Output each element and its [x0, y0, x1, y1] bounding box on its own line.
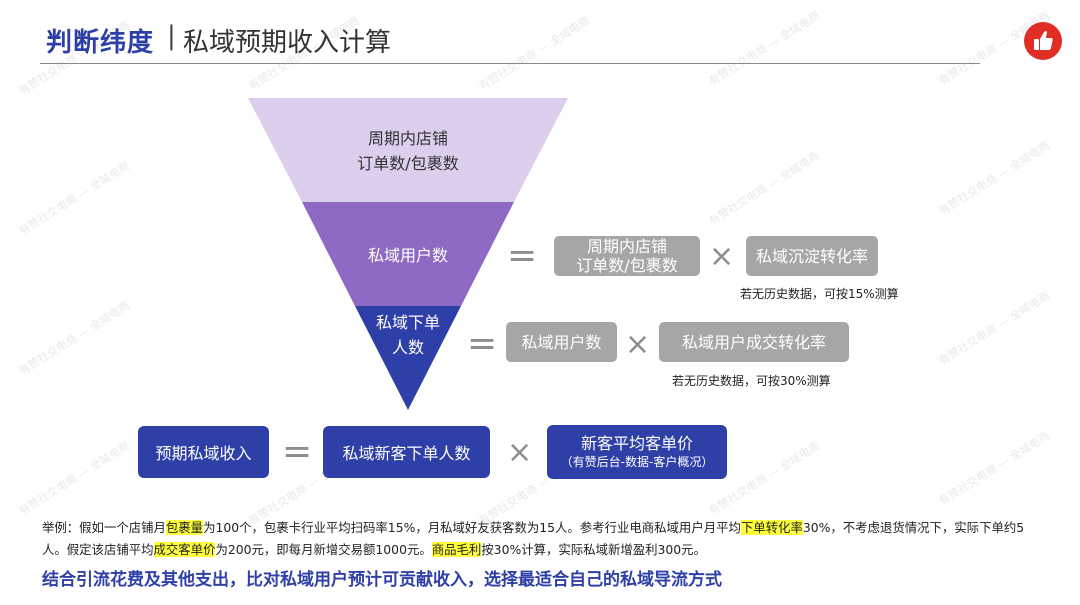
orders-box: 周期内店铺 订单数/包裹数: [554, 236, 700, 276]
funnel-bottom-line2: 人数: [391, 338, 424, 357]
new-buyers-box: 私域新客下单人数: [323, 426, 490, 478]
highlight-order-conversion: 下单转化率: [740, 520, 803, 535]
example-text: 按30%计算，实际私域新增盈利300元。: [481, 542, 706, 557]
funnel-top-segment: [248, 98, 568, 202]
avg-order-value-label: 新客平均客单价: [580, 434, 693, 453]
watermark-text: 有赞社交电商 — 全域电商: [706, 8, 822, 88]
times-sign: ×: [507, 435, 533, 470]
watermark-text: 有赞社交电商 — 全域电商: [16, 158, 132, 238]
equals-sign: =: [282, 431, 313, 472]
funnel-top-line2: 订单数/包裹数: [357, 154, 459, 173]
watermark-text: 有赞社交电商 — 全域电商: [16, 298, 132, 378]
example-text: 为100个，包裹卡行业平均扫码率15%，月私域好友获客数为15人。参考行业电商私…: [203, 520, 741, 535]
watermark-text: 有赞社交电商 — 全域电商: [476, 13, 592, 93]
funnel-top-label: 周期内店铺 订单数/包裹数: [338, 126, 478, 176]
private-users-box: 私域用户数: [506, 322, 617, 362]
expected-revenue-box: 预期私域收入: [138, 426, 269, 478]
times-sign: ×: [709, 239, 735, 274]
example-text: 30%，不考虑退货情况下，实际下单约5人。假定该店铺平均: [42, 520, 1025, 557]
avg-order-value-box: 新客平均客单价 （有赞后台-数据-客户概况）: [547, 425, 727, 479]
deposit-rate-note: 若无历史数据，可按15%测算: [740, 287, 899, 301]
page-subtitle: 私域预期收入计算: [183, 28, 392, 58]
conclusion-text: 结合引流花费及其他支出，比对私域用户预计可贡献收入，选择最适合自己的私域导流方式: [42, 570, 722, 590]
conversion-rate-box: 私域用户成交转化率: [659, 322, 849, 362]
watermark-text: 有赞社交电商 — 全域电商: [936, 288, 1052, 368]
equals-sign: =: [467, 323, 498, 364]
funnel-middle-segment: [302, 202, 514, 306]
title-separator: |: [167, 21, 176, 51]
funnel-bottom-label: 私域下单 人数: [348, 310, 468, 360]
highlight-package-volume: 包裹量: [165, 520, 204, 535]
deposit-rate-box: 私域沉淀转化率: [746, 236, 878, 276]
equals-sign: =: [507, 235, 538, 276]
example-text: 举例：假如一个店铺月: [42, 520, 166, 535]
funnel-bottom-line1: 私域下单: [375, 313, 440, 332]
watermark-text: 有赞社交电商 — 全域电商: [16, 438, 132, 518]
watermark-text: 有赞社交电商 — 全域电商: [706, 148, 822, 228]
watermark-text: 有赞社交电商 — 全域电商: [936, 138, 1052, 218]
highlight-gross-margin: 商品毛利: [431, 542, 482, 557]
funnel-top-line1: 周期内店铺: [367, 129, 448, 148]
conversion-rate-note: 若无历史数据，可按30%测算: [672, 374, 831, 388]
example-text: 为200元，即每月新增交易额1000元。: [215, 542, 432, 557]
highlight-order-value: 成交客单价: [153, 542, 216, 557]
header-divider: [40, 63, 980, 64]
orders-box-line1: 周期内店铺: [586, 237, 667, 256]
funnel-mid-label: 私域用户数: [367, 246, 448, 265]
funnel-bottom-segment: [355, 306, 461, 410]
thumbs-up-icon: [1024, 22, 1062, 60]
page-title: 判断纬度: [46, 28, 155, 58]
avg-order-value-source: （有赞后台-数据-客户概况）: [560, 455, 714, 469]
example-paragraph: 举例：假如一个店铺月包裹量为100个，包裹卡行业平均扫码率15%，月私域好友获客…: [42, 517, 1042, 561]
watermark-text: 有赞社交电商 — 全域电商: [936, 428, 1052, 508]
orders-box-line2: 订单数/包裹数: [576, 256, 678, 275]
times-sign: ×: [625, 327, 651, 362]
funnel-diagram: [248, 98, 568, 410]
